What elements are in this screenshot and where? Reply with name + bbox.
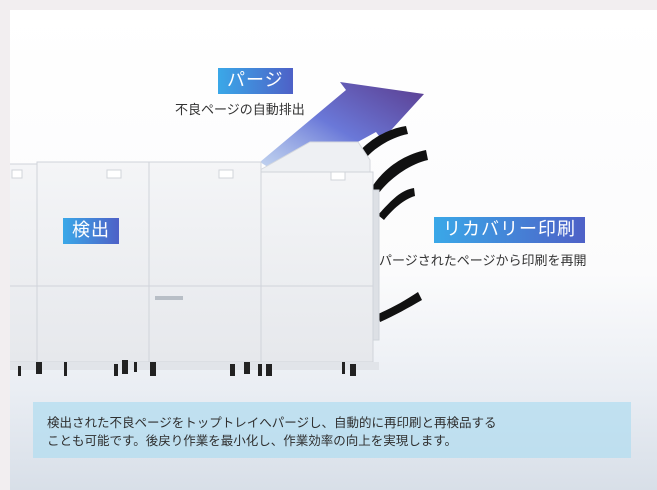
detect-label: 検出 (63, 218, 119, 244)
printer-base (10, 360, 379, 376)
output-tray-arms (353, 126, 428, 322)
illustration-frame: パージ 不良ページの自動排出 検出 リカバリー印刷 パージされたページから印刷を… (10, 10, 657, 490)
recovery-title: リカバリー印刷 (443, 219, 576, 240)
recovery-label: リカバリー印刷 (434, 217, 585, 243)
printer-body (10, 161, 380, 363)
recovery-caption: パージされたページから印刷を再開 (379, 254, 587, 269)
detect-title: 検出 (72, 220, 110, 241)
info-line-1: 検出された不良ページをトップトレイへパージし、自動的に再印刷と再検品する (47, 415, 497, 430)
purge-label: パージ (218, 68, 293, 94)
purge-caption: 不良ページの自動排出 (175, 103, 305, 118)
purge-title: パージ (227, 70, 284, 91)
printer-illustration (10, 82, 428, 376)
info-box: 検出された不良ページをトップトレイへパージし、自動的に再印刷と再検品する ことも… (33, 402, 631, 458)
info-line-2: ことも可能です。後戻り作業を最小化し、作業効率の向上を実現します。 (47, 433, 458, 448)
